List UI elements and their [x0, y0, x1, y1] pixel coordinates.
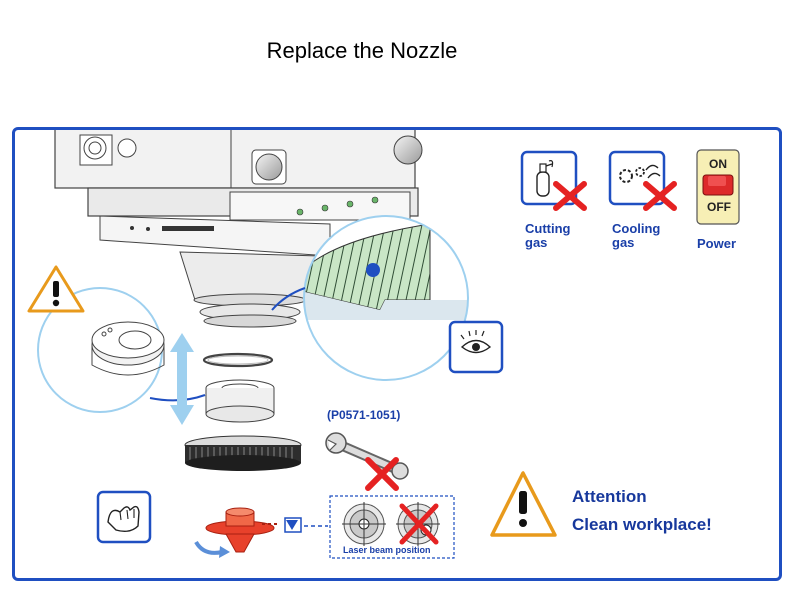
part-number: (P0571-1051) — [327, 408, 401, 422]
warning-icon — [27, 265, 85, 313]
attention-heading: Attention — [572, 487, 647, 506]
cutting-head — [54, 130, 423, 328]
cooling-gas-icon — [608, 150, 677, 211]
switch-off-label: OFF — [707, 200, 731, 214]
switch-on-label: ON — [709, 157, 727, 171]
hand-icon — [96, 490, 152, 544]
magnifier-callout-sensor — [271, 215, 469, 381]
page-title: Replace the Nozzle — [266, 38, 458, 63]
attention-message: Clean workplace! — [572, 515, 712, 534]
nozzle-rotation-icon — [194, 507, 280, 558]
cooling-gas-label: Cooling gas — [612, 221, 661, 250]
power-switch-icon: ON OFF — [696, 149, 740, 225]
cutting-gas-icon — [520, 150, 587, 211]
laser-beam-position-label: Laser beam position — [343, 545, 431, 555]
nozzle-parts — [184, 352, 302, 471]
cutting-gas-label: Cutting gas — [525, 221, 571, 250]
attention-warning-icon — [490, 471, 557, 537]
wrench-icon — [325, 432, 409, 491]
up-down-arrow-icon — [170, 333, 194, 425]
power-label: Power — [697, 236, 737, 251]
eye-icon — [448, 320, 504, 374]
magnifier-callout-nozzle — [37, 287, 206, 413]
laser-beam-position-panel — [284, 495, 455, 559]
